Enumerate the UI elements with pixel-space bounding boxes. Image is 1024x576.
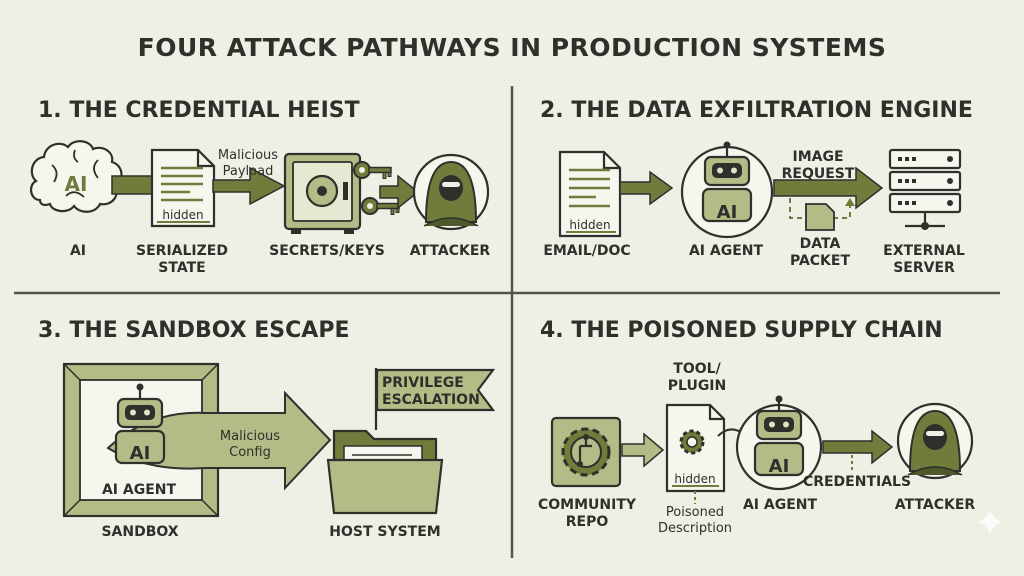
server-icon bbox=[888, 148, 962, 230]
malicious-config-1: Malicious bbox=[220, 429, 280, 444]
serialized-state-document-icon: hidden bbox=[150, 148, 216, 228]
community-repo-icon bbox=[550, 416, 622, 488]
label-attacker: ATTACKER bbox=[410, 243, 491, 259]
ai-agent-robot-icon-2: AI bbox=[680, 140, 774, 239]
arrow-payload bbox=[212, 166, 286, 206]
label-ai-agent-3: AI AGENT bbox=[102, 482, 177, 498]
brain-icon: AI bbox=[30, 140, 123, 213]
safe-icon bbox=[283, 152, 362, 234]
community-repo-2: REPO bbox=[566, 514, 609, 530]
arrow-doc-to-agent bbox=[619, 170, 674, 206]
panel-data-exfiltration: 2. THE DATA EXFILTRATION ENGINE hidden E… bbox=[540, 98, 973, 276]
label-email-doc: EMAIL/DOC bbox=[543, 243, 630, 259]
tool-plugin-1: TOOL/ bbox=[673, 361, 721, 377]
poisoned-desc-1: Poisoned bbox=[666, 505, 724, 520]
panel4-title: 4. THE POISONED SUPPLY CHAIN bbox=[540, 318, 943, 343]
panel-poisoned-supply-chain: 4. THE POISONED SUPPLY CHAIN COMMUNITY R… bbox=[538, 318, 975, 536]
label-ai: AI bbox=[70, 243, 86, 259]
poisoned-desc-2: Description bbox=[658, 521, 732, 536]
ai-agent-robot-icon-4: AI bbox=[735, 394, 823, 491]
image-request-2: REQUEST bbox=[782, 166, 855, 182]
host-folder-icon bbox=[326, 429, 444, 515]
hooded-attacker-icon bbox=[412, 153, 490, 231]
data-packet-icon bbox=[805, 203, 835, 231]
label-ai-agent-2: AI AGENT bbox=[689, 243, 764, 259]
arrow-credentials bbox=[822, 429, 894, 465]
panel-sandbox-escape: 3. THE SANDBOX ESCAPE Malicious Config A… bbox=[38, 318, 496, 540]
data-packet-1: DATA bbox=[800, 236, 841, 252]
privilege-flag: PRIVILEGE ESCALATION bbox=[374, 368, 496, 430]
external-server-2: SERVER bbox=[893, 260, 955, 276]
ai-agent-robot-icon-3: AI bbox=[114, 382, 166, 465]
page-title: FOUR ATTACK PATHWAYS IN PRODUCTION SYSTE… bbox=[138, 33, 887, 62]
tool-plugin-document-icon: hidden bbox=[665, 403, 726, 493]
robot-ai-text-4: AI bbox=[769, 456, 790, 477]
hidden-tag-4: hidden bbox=[674, 472, 715, 486]
hidden-tag: hidden bbox=[162, 208, 203, 222]
panel-credential-heist: 1. THE CREDENTIAL HEIST AI AI hidden SER… bbox=[30, 98, 491, 276]
privilege-text-2: ESCALATION bbox=[382, 392, 480, 408]
label-ai-agent-4: AI AGENT bbox=[743, 497, 818, 513]
label-serialized: SERIALIZED bbox=[136, 243, 228, 259]
payload-text-1: Malicious bbox=[218, 148, 278, 163]
robot-ai-text-3: AI bbox=[130, 443, 151, 464]
malicious-config-2: Config bbox=[229, 445, 271, 460]
payload-text-2: Payload bbox=[223, 164, 274, 179]
arrow-keys-to-attacker bbox=[379, 174, 420, 210]
panel3-title: 3. THE SANDBOX ESCAPE bbox=[38, 318, 349, 343]
label-attacker-2: ATTACKER bbox=[895, 497, 976, 513]
key-icon-1 bbox=[353, 161, 392, 180]
sparkle-icon bbox=[978, 510, 1002, 534]
key-icon-2 bbox=[361, 197, 400, 216]
label-sandbox: SANDBOX bbox=[101, 524, 178, 540]
email-document-icon: hidden bbox=[558, 150, 622, 238]
robot-ai-text-2: AI bbox=[717, 202, 738, 223]
arrow-image-request bbox=[773, 166, 884, 210]
panel2-title: 2. THE DATA EXFILTRATION ENGINE bbox=[540, 98, 973, 123]
image-request-1: IMAGE bbox=[792, 149, 843, 165]
label-state: STATE bbox=[158, 260, 205, 276]
arrow-repo-to-tool bbox=[621, 432, 665, 468]
community-repo-1: COMMUNITY bbox=[538, 497, 637, 513]
tool-plugin-2: PLUGIN bbox=[668, 378, 726, 394]
data-packet-2: PACKET bbox=[790, 253, 850, 269]
panel1-title: 1. THE CREDENTIAL HEIST bbox=[38, 98, 360, 123]
label-credentials: CREDENTIALS bbox=[803, 474, 911, 490]
brain-ai-text: AI bbox=[65, 172, 88, 196]
hooded-attacker-icon-2 bbox=[896, 402, 974, 480]
label-secrets-keys: SECRETS/KEYS bbox=[269, 243, 385, 259]
hidden-tag-2: hidden bbox=[569, 218, 610, 232]
label-host-system: HOST SYSTEM bbox=[329, 524, 440, 540]
external-server-1: EXTERNAL bbox=[883, 243, 965, 259]
privilege-text-1: PRIVILEGE bbox=[382, 375, 464, 391]
